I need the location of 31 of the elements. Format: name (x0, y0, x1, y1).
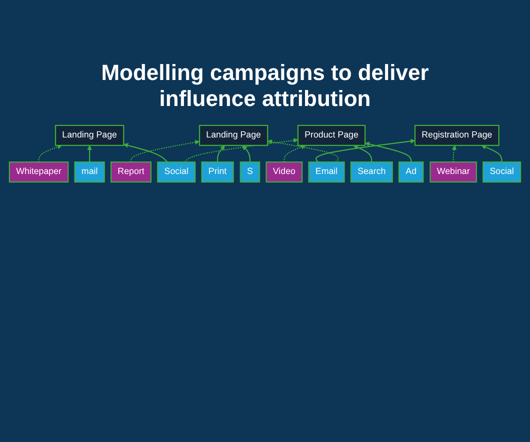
node-box: Landing Page (54, 124, 124, 146)
node-box: Print (201, 161, 234, 182)
node-box: Social (482, 161, 522, 182)
arrow (38, 144, 62, 162)
arrow (123, 142, 168, 162)
arrow (130, 140, 200, 162)
arrow (452, 144, 456, 162)
arrow (316, 138, 416, 162)
node-box: Registration Page (414, 124, 500, 146)
node-box: Report (110, 161, 152, 182)
node-box: Whitepaper (8, 161, 69, 182)
arrow (216, 144, 226, 162)
node-box: Product Page (297, 124, 366, 146)
node-box: Webinar (430, 161, 477, 182)
node-box: Email (308, 161, 345, 182)
arrow (284, 144, 306, 162)
arrow (87, 144, 92, 162)
arrow (364, 142, 412, 162)
node-box: Landing Page (198, 124, 268, 146)
arrow (184, 138, 298, 162)
node-box: Social (157, 161, 196, 182)
title: Modelling campaigns to deliver influence attribution (100, 60, 430, 113)
arrow (353, 144, 372, 162)
arrow (481, 144, 502, 162)
arrow (242, 144, 251, 162)
node-box: Search (350, 161, 393, 182)
node-box: S (240, 161, 260, 182)
node-box: Video (266, 161, 303, 182)
node-box: Ad (398, 161, 424, 182)
node-box: mail (74, 161, 105, 182)
arrow (267, 139, 339, 162)
